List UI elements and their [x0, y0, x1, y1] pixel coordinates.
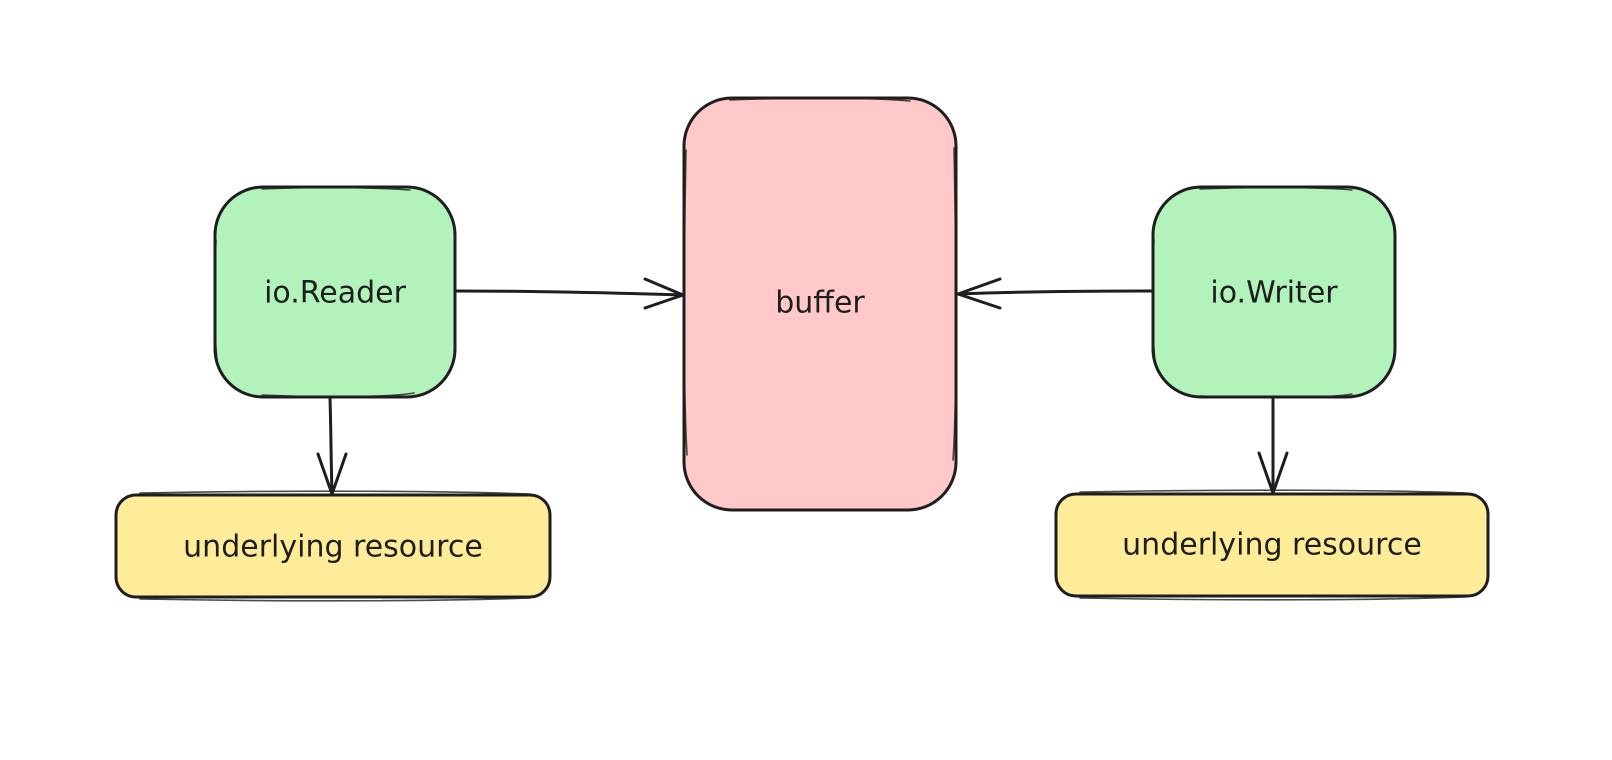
arrow-writer-to-resource	[1257, 396, 1289, 495]
node-io-writer[interactable]: io.Writer	[1151, 185, 1397, 399]
arrow-reader-to-buffer	[454, 277, 685, 310]
node-buffer[interactable]: buffer	[682, 96, 958, 512]
arrow-reader-to-resource	[316, 396, 348, 496]
buffer-label: buffer	[775, 286, 865, 321]
writer-resource-label: underlying resource	[1122, 528, 1422, 563]
io-writer-label: io.Writer	[1210, 276, 1338, 311]
node-reader-underlying-resource[interactable]: underlying resource	[114, 490, 552, 602]
reader-resource-label: underlying resource	[183, 530, 483, 565]
node-io-reader[interactable]: io.Reader	[213, 185, 457, 399]
io-reader-label: io.Reader	[264, 276, 407, 311]
node-writer-underlying-resource[interactable]: underlying resource	[1054, 489, 1490, 601]
arrow-writer-to-buffer	[956, 277, 1155, 310]
